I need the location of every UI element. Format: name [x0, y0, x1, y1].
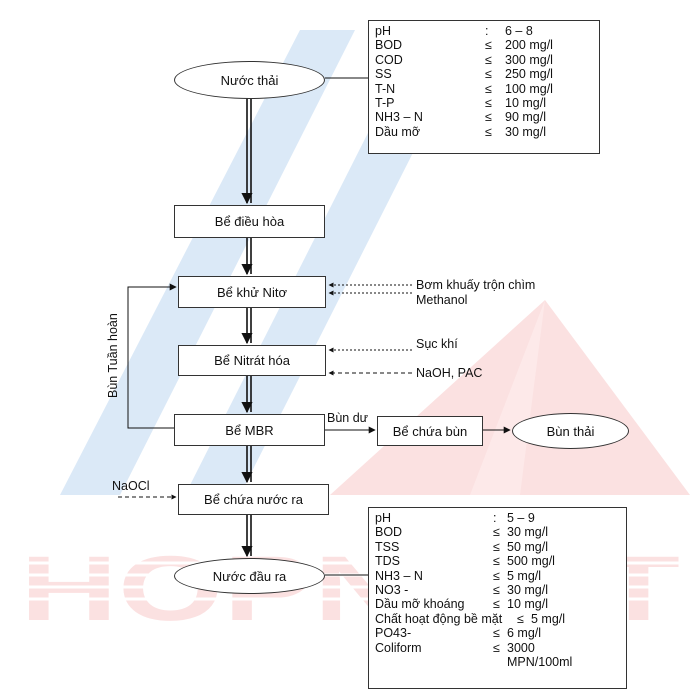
label-chemicals: NaOH, PAC — [416, 366, 483, 380]
node-clean-tank: Bể chứa nước ra — [178, 484, 329, 515]
spec-value: 5 mg/l — [531, 611, 566, 626]
spec-value: 5 – 9 — [507, 511, 535, 525]
spec-value: 300 mg/l — [505, 52, 553, 67]
spec-op: ≤ — [493, 640, 500, 655]
label-recycle: Bùn Tuần hoàn — [106, 313, 120, 398]
spec-op: ≤ — [485, 38, 492, 53]
node-sludge-tank: Bể chứa bùn — [377, 416, 483, 446]
spec-value: 5 mg/l — [507, 568, 542, 583]
spec-param: SS — [375, 67, 392, 82]
spec-row: pH:5 – 9 — [375, 511, 620, 525]
spec-param: Dầu mỡ khoáng — [375, 597, 465, 612]
spec-op: ≤ — [493, 554, 500, 569]
spec-param: Chất hoạt động bề mặt — [375, 611, 503, 626]
spec-op: ≤ — [485, 95, 492, 110]
spec-value: 10 mg/l — [507, 597, 548, 612]
spec-value: MPN/100ml — [507, 654, 573, 669]
label-naocl: NaOCl — [112, 479, 150, 493]
spec-value: 30 mg/l — [507, 582, 548, 597]
spec-row: SS ≤250 mg/l — [375, 67, 593, 81]
spec-row: BOD ≤30 mg/l — [375, 525, 620, 539]
spec-row: NO3 - ≤30 mg/l — [375, 583, 620, 597]
node-output: Nước đầu ra — [174, 558, 325, 594]
spec-param: BOD — [375, 38, 403, 53]
spec-param: Coliform — [375, 640, 422, 655]
spec-op: ≤ — [485, 67, 492, 82]
label-mixer: Bơm khuấy trộn chìm — [416, 278, 536, 292]
spec-value: 250 mg/l — [505, 67, 553, 82]
spec-op: ≤ — [493, 539, 500, 554]
spec-param: TSS — [375, 539, 400, 554]
spec-value: 30 mg/l — [505, 124, 546, 139]
label-methanol: Methanol — [416, 293, 468, 307]
node-equalization: Bể điều hòa — [174, 205, 325, 238]
spec-value: 200 mg/l — [505, 38, 553, 53]
spec-row: Dầu mỡ khoáng ≤10 mg/l — [375, 597, 620, 611]
node-nitrification: Bể Nitrát hóa — [178, 345, 326, 376]
node-denitrification: Bể khử Nitơ — [178, 276, 326, 308]
spec-op: ≤ — [493, 568, 500, 583]
spec-row: Coliform ≤3000 — [375, 641, 620, 655]
spec-value: 100 mg/l — [505, 81, 553, 96]
spec-row: PO43- ≤6 mg/l — [375, 626, 620, 640]
spec-row: MPN/100ml — [375, 655, 620, 669]
spec-param: NH3 – N — [375, 568, 423, 583]
node-sludge-out: Bùn thải — [512, 413, 629, 449]
spec-row: NH3 – N ≤5 mg/l — [375, 569, 620, 583]
spec-param: COD — [375, 52, 403, 67]
spec-param: T-P — [375, 95, 395, 110]
spec-param: NO3 - — [375, 582, 409, 597]
spec-row: T-P ≤10 mg/l — [375, 96, 593, 110]
spec-op: ≤ — [493, 582, 500, 597]
spec-op: ≤ — [485, 52, 492, 67]
spec-param: Dầu mỡ — [375, 124, 421, 139]
spec-op: ≤ — [485, 124, 492, 139]
spec-param: NH3 – N — [375, 110, 423, 125]
spec-op: : — [485, 24, 489, 38]
label-excess-sludge: Bùn dư — [327, 411, 369, 425]
spec-row: Chất hoạt động bề mặt ≤5 mg/l — [375, 612, 620, 626]
spec-row: TDS ≤500 mg/l — [375, 554, 620, 568]
spec-value: 6 – 8 — [505, 24, 533, 38]
spec-value: 50 mg/l — [507, 539, 548, 554]
spec-value: 10 mg/l — [505, 95, 546, 110]
label-aeration: Sục khí — [416, 337, 458, 351]
spec-param: pH — [375, 511, 391, 525]
spec-row: pH: 6 – 8 — [375, 24, 593, 38]
node-input: Nước thải — [174, 61, 325, 99]
spec-row: NH3 – N ≤90 mg/l — [375, 110, 593, 124]
spec-value: 30 mg/l — [507, 525, 548, 540]
spec-op: ≤ — [493, 525, 500, 540]
spec-row: Dầu mỡ ≤30 mg/l — [375, 125, 593, 139]
spec-param: BOD — [375, 525, 403, 540]
spec-op: ≤ — [485, 110, 492, 125]
spec-row: TSS ≤50 mg/l — [375, 540, 620, 554]
spec-value: 500 mg/l — [507, 554, 555, 569]
spec-value: 6 mg/l — [507, 626, 542, 641]
spec-row: COD ≤300 mg/l — [375, 53, 593, 67]
spec-param: pH — [375, 24, 391, 38]
spec-row: T-N ≤100 mg/l — [375, 82, 593, 96]
spec-row: BOD ≤200 mg/l — [375, 38, 593, 52]
spec-op: ≤ — [493, 626, 500, 641]
spec-op: ≤ — [517, 611, 524, 626]
spec-value: 3000 — [507, 640, 535, 655]
spec-value: 90 mg/l — [505, 110, 546, 125]
spec-param: PO43- — [375, 626, 412, 641]
recycle-loop — [127, 283, 177, 429]
spec-param: TDS — [375, 554, 400, 569]
spec-op: ≤ — [493, 597, 500, 612]
node-mbr: Bể MBR — [174, 414, 325, 446]
spec-param: T-N — [375, 81, 396, 96]
spec-op: ≤ — [485, 81, 492, 96]
spec-op: : — [493, 511, 497, 525]
